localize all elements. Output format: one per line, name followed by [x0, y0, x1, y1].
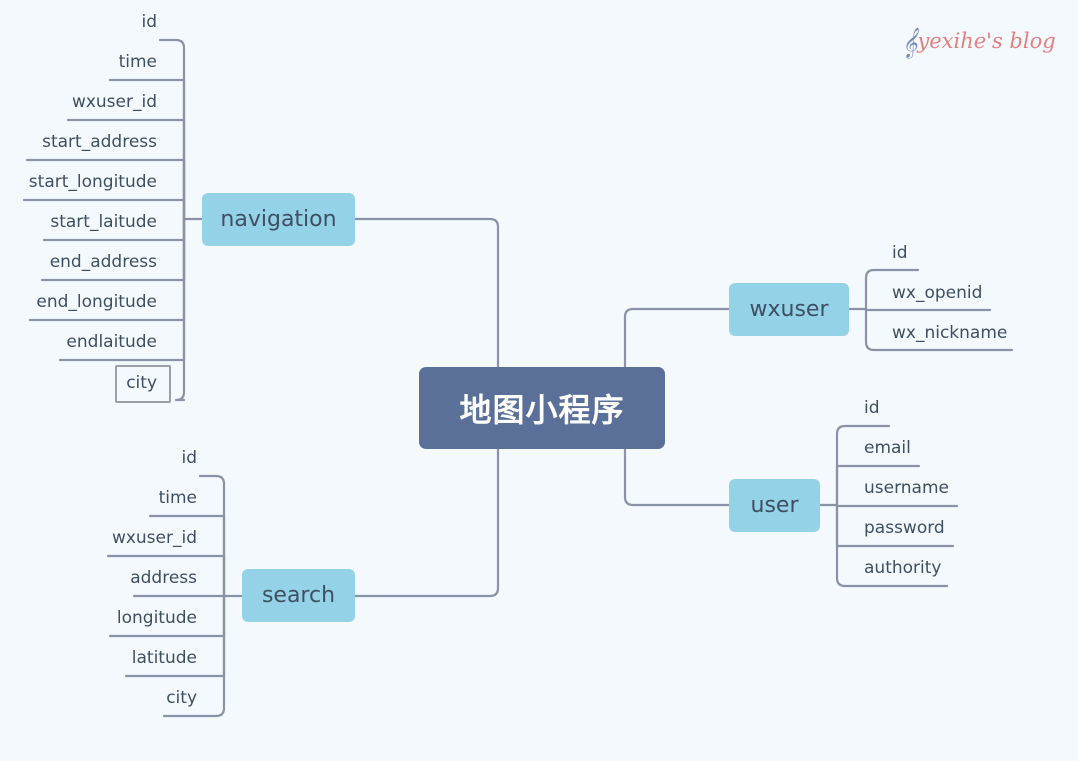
- topic-navigation[interactable]: navigation: [202, 193, 355, 246]
- user-field[interactable]: username: [864, 478, 949, 498]
- navigation-field[interactable]: wxuser_id: [71, 92, 157, 112]
- search-field[interactable]: wxuser_id: [111, 528, 197, 548]
- search-field[interactable]: time: [158, 488, 197, 508]
- wxuser-field-underline: [864, 307, 1014, 352]
- navigation-field[interactable]: id: [141, 12, 157, 32]
- navigation-field[interactable]: end_address: [49, 252, 157, 272]
- user-field[interactable]: password: [864, 518, 945, 538]
- search-field-underline: [162, 594, 226, 718]
- connector-navigation: [353, 217, 500, 369]
- connector-wxuser: [623, 307, 731, 369]
- topic-user[interactable]: user: [729, 479, 820, 532]
- topic-wxuser-label: wxuser: [749, 297, 829, 322]
- topic-navigation-label: navigation: [220, 207, 337, 232]
- watermark-text: yexihe's blog: [917, 29, 1056, 53]
- connector-user: [623, 447, 731, 507]
- wxuser-field-underline: [864, 307, 992, 312]
- user-field-underline: [835, 464, 921, 507]
- navigation-field[interactable]: endlaitude: [66, 332, 157, 352]
- navigation-field[interactable]: start_address: [42, 132, 157, 152]
- navigation-field[interactable]: start_laitude: [50, 212, 157, 232]
- search-field[interactable]: longitude: [116, 608, 197, 628]
- user-field[interactable]: email: [864, 438, 911, 458]
- wxuser-field-underline: [864, 268, 920, 311]
- treble-clef-icon: 𝄞: [902, 28, 918, 58]
- search-field[interactable]: city: [166, 688, 197, 708]
- navigation-field-underline: [22, 198, 186, 221]
- navigation-field[interactable]: start_longitude: [28, 172, 157, 192]
- search-field-underline: [198, 474, 226, 598]
- navigation-field[interactable]: end_longitude: [36, 292, 157, 312]
- wxuser-field[interactable]: wx_nickname: [892, 323, 1008, 343]
- search-field-underline: [106, 554, 226, 598]
- topic-search-label: search: [261, 583, 336, 608]
- user-field[interactable]: authority: [864, 558, 942, 578]
- search-field[interactable]: latitude: [131, 648, 197, 668]
- navigation-field-underline: [158, 38, 186, 221]
- topic-user-label: user: [750, 493, 799, 518]
- blog-watermark: 𝄞yexihe's blog: [902, 28, 1056, 59]
- user-field-underline: [835, 424, 891, 507]
- navigation-field-underline: [174, 217, 186, 402]
- search-field[interactable]: address: [130, 568, 197, 588]
- user-field-underline: [835, 503, 959, 508]
- user-field[interactable]: id: [864, 398, 880, 418]
- topic-wxuser[interactable]: wxuser: [729, 283, 849, 336]
- topic-search[interactable]: search: [242, 569, 355, 622]
- connector-search: [353, 447, 500, 598]
- selected-field-highlight: [115, 365, 171, 403]
- central-topic-label: 地图小程序: [459, 391, 625, 429]
- user-field-underline: [835, 503, 949, 588]
- search-field[interactable]: id: [181, 448, 197, 468]
- navigation-field[interactable]: time: [118, 52, 157, 72]
- wxuser-field[interactable]: id: [892, 243, 908, 263]
- navigation-field-selected[interactable]: city: [126, 373, 157, 393]
- central-topic[interactable]: 地图小程序: [419, 367, 665, 449]
- wxuser-field[interactable]: wx_openid: [892, 283, 983, 303]
